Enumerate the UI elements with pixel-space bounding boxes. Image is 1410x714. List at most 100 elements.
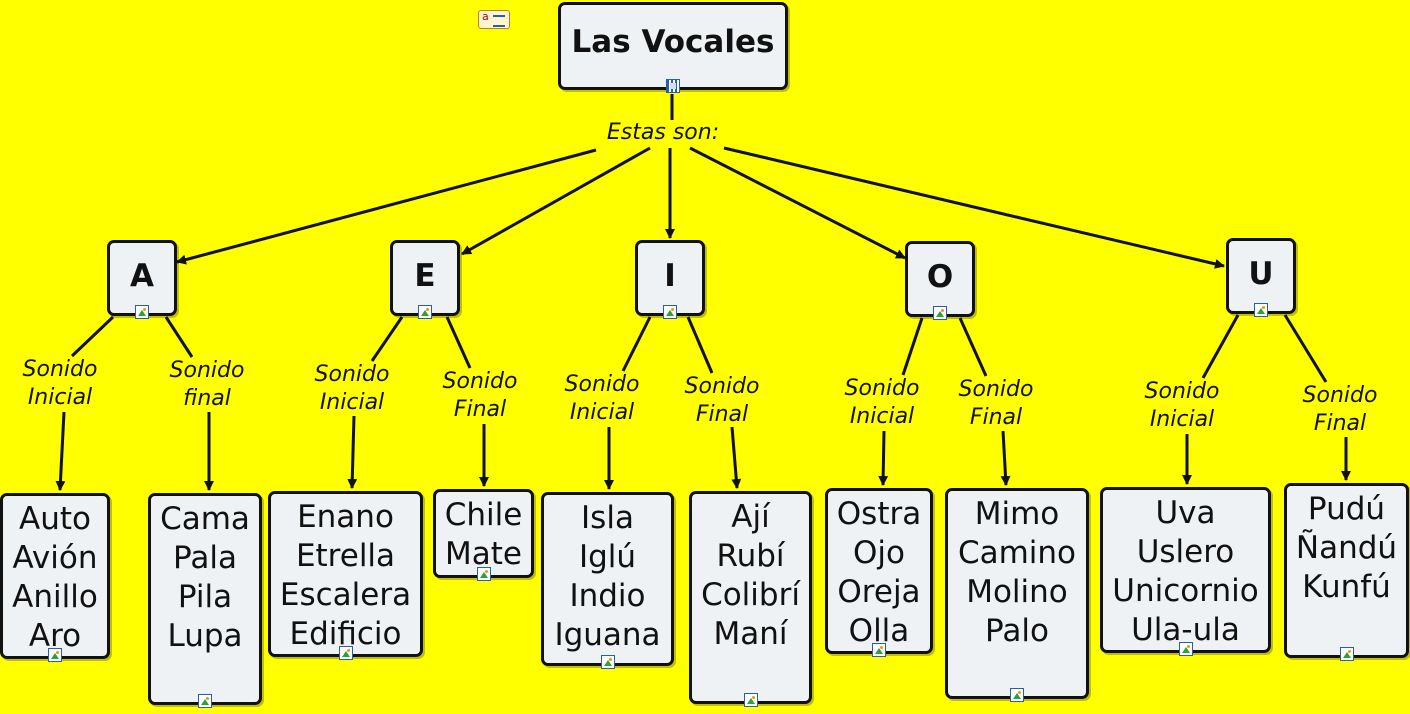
word-item: Enano xyxy=(297,499,394,535)
word-item: Anillo xyxy=(12,579,98,615)
word-item: Oreja xyxy=(837,574,921,610)
vowel-letter: U xyxy=(1248,256,1274,292)
arrow-line-e-initial xyxy=(347,415,358,489)
word-item: Mate xyxy=(445,536,522,572)
word-item: Palo xyxy=(985,613,1049,649)
word-item: Mimo xyxy=(974,496,1060,532)
word-item: Lupa xyxy=(167,618,243,654)
link-line-e-final xyxy=(445,316,472,369)
word-item: Ojo xyxy=(853,535,905,571)
word-item: Etrella xyxy=(295,538,396,574)
image-resource-icon[interactable] xyxy=(135,305,149,319)
word-item: Ostra xyxy=(836,496,922,532)
link-line-i-final xyxy=(686,316,714,374)
arrow-line-a-initial xyxy=(55,411,66,491)
word-item: Escalera xyxy=(279,577,412,613)
word-item: Molino xyxy=(966,574,1068,610)
image-resource-icon[interactable] xyxy=(198,694,212,708)
image-resource-icon[interactable] xyxy=(48,648,62,662)
word-item: Pala xyxy=(173,540,237,576)
vowel-letter: A xyxy=(130,258,154,294)
image-resource-icon[interactable] xyxy=(1339,647,1354,661)
image-resource-icon[interactable] xyxy=(663,305,677,319)
vowel-node-o[interactable]: O xyxy=(905,241,975,320)
arrow-to-vowel-e xyxy=(461,146,651,256)
arrow-line-o-initial xyxy=(878,430,889,486)
link-line-u-final xyxy=(1283,314,1328,383)
vowel-node-u[interactable]: U xyxy=(1226,238,1296,317)
word-item: Rubí xyxy=(716,538,785,574)
vowel-node-i[interactable]: I xyxy=(635,240,705,319)
word-item: Iguana xyxy=(554,617,661,653)
image-resource-icon[interactable] xyxy=(1010,688,1024,702)
annotation-icon[interactable] xyxy=(478,10,510,29)
image-resource-icon[interactable] xyxy=(476,567,491,581)
link-line-i-initial xyxy=(621,316,652,372)
video-resource-icon[interactable] xyxy=(666,79,680,93)
link-line-o-final xyxy=(958,317,988,377)
arrow-line-i-final xyxy=(730,426,742,489)
root-concept[interactable]: Las Vocales xyxy=(558,2,788,93)
word-item: Chile xyxy=(444,497,523,533)
image-resource-icon[interactable] xyxy=(872,643,886,657)
word-item: Kunfú xyxy=(1302,569,1391,605)
vowel-letter: O xyxy=(926,259,954,295)
vowel-letter: I xyxy=(664,258,676,294)
link-line-e-initial xyxy=(370,316,404,362)
word-item: Uva xyxy=(1155,495,1216,531)
word-item: Indio xyxy=(569,578,646,614)
image-resource-icon[interactable] xyxy=(743,693,758,707)
arrow-to-vowel-o xyxy=(689,146,906,260)
image-resource-icon[interactable] xyxy=(1254,303,1268,317)
arrow-to-vowel-u xyxy=(723,146,1225,269)
image-resource-icon[interactable] xyxy=(933,306,947,320)
word-item: Maní xyxy=(713,616,788,652)
word-item: Avión xyxy=(12,540,98,576)
image-resource-icon[interactable] xyxy=(338,646,353,660)
link-line-o-initial xyxy=(901,317,924,376)
arrow-to-vowel-a xyxy=(176,148,597,265)
vowel-node-e[interactable]: E xyxy=(390,240,460,319)
root-title: Las Vocales xyxy=(571,24,775,60)
word-item: Auto xyxy=(19,501,91,537)
link-line-u-initial xyxy=(1201,314,1240,379)
link-line-a-final xyxy=(164,316,194,358)
word-item: Pila xyxy=(177,579,233,615)
link-label-estas-son: Estas son: xyxy=(606,120,720,145)
image-resource-icon[interactable] xyxy=(1178,642,1193,656)
arrow-line-o-final xyxy=(1000,430,1011,486)
vowel-letter: E xyxy=(414,258,436,294)
image-resource-icon[interactable] xyxy=(600,655,615,669)
word-item: Iglú xyxy=(578,539,637,575)
word-item: Colibrí xyxy=(701,577,800,613)
image-resource-icon[interactable] xyxy=(418,305,432,319)
word-item: Uslero xyxy=(1136,534,1235,570)
word-item: Camino xyxy=(957,535,1077,571)
vowel-node-a[interactable]: A xyxy=(107,240,177,319)
link-line-a-initial xyxy=(70,315,115,358)
word-item: Ñandú xyxy=(1295,530,1398,566)
word-item: Unicornio xyxy=(1112,573,1259,609)
word-item: Ají xyxy=(731,499,770,535)
word-item: Pudú xyxy=(1307,491,1386,527)
